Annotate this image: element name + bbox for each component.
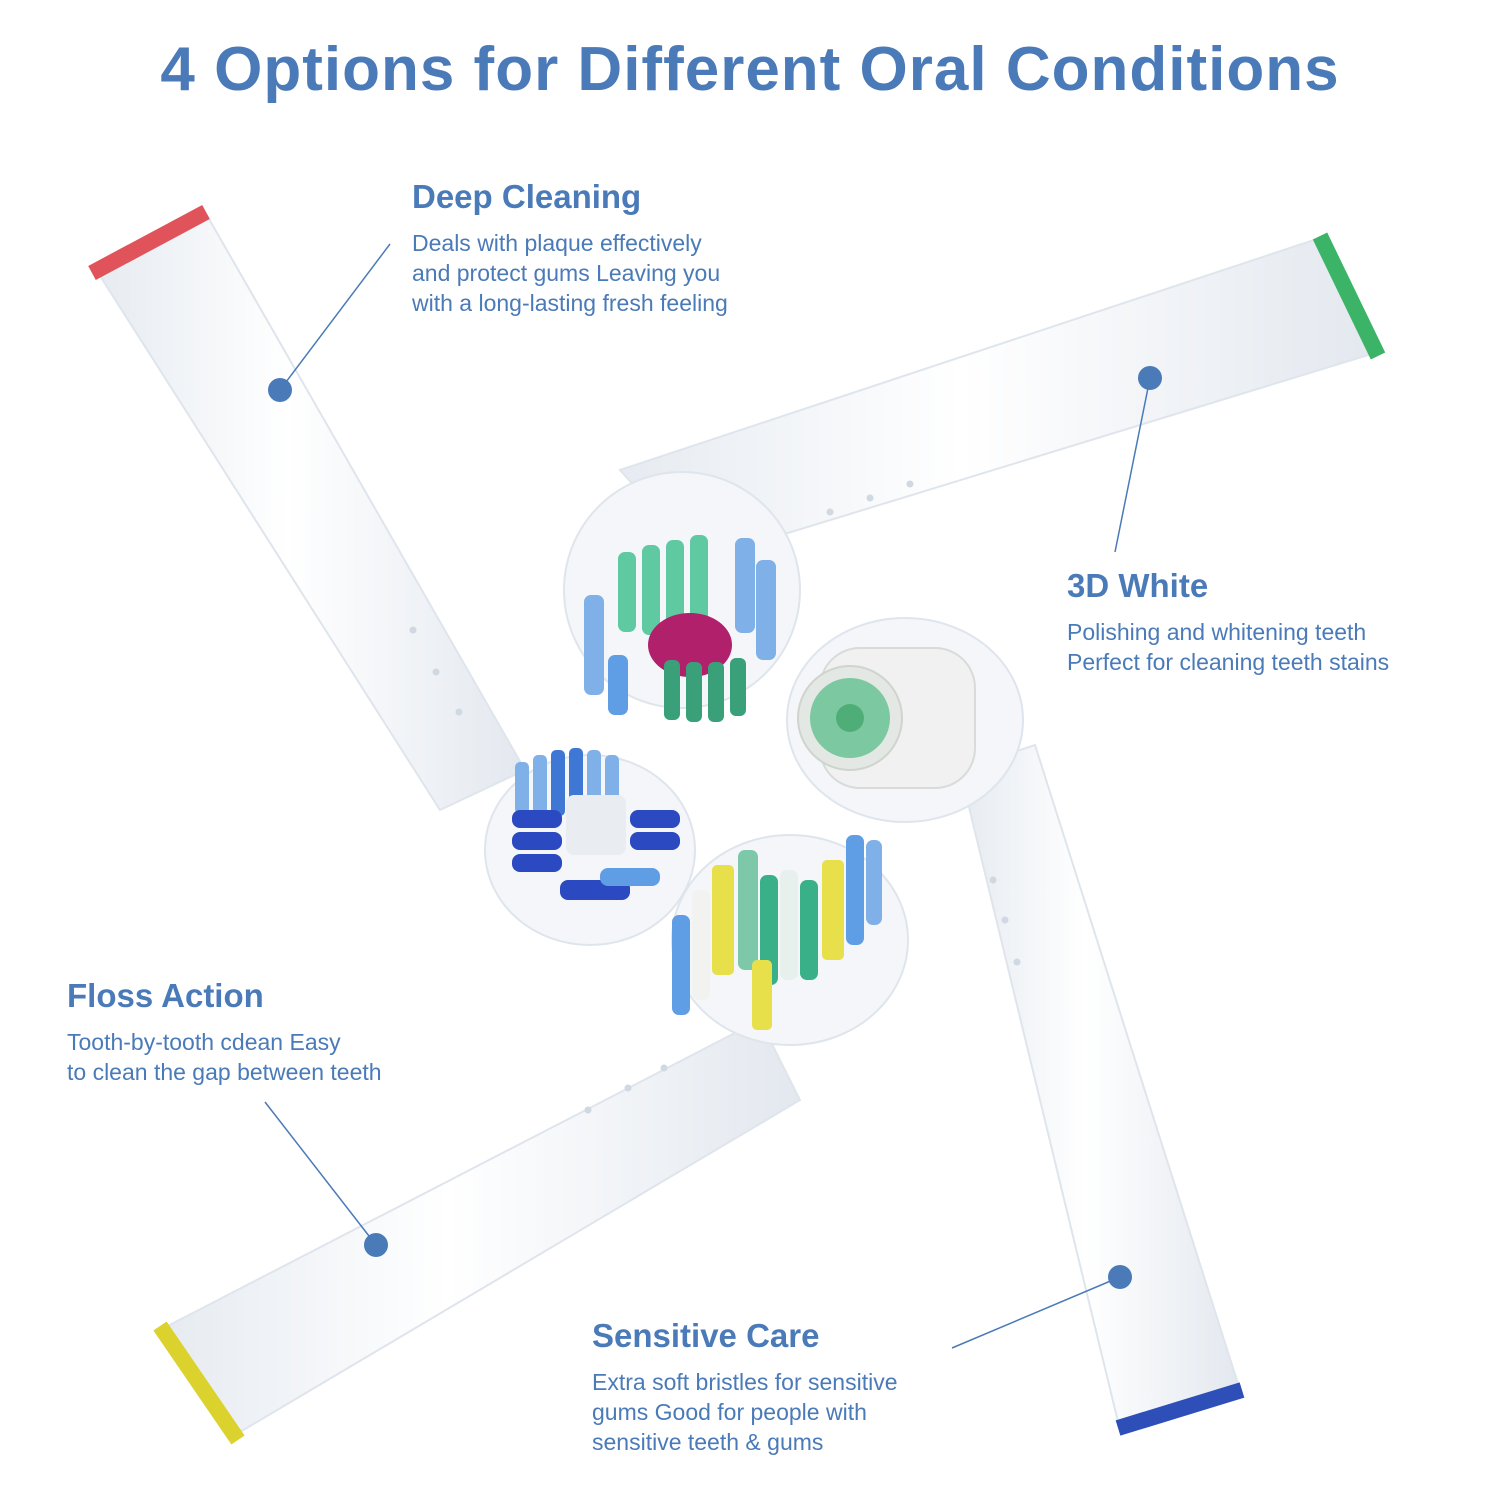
yellow-color-ring: [153, 1321, 245, 1445]
3d-white-brush-head: [563, 232, 1386, 722]
floss-action-bristles: [672, 835, 882, 1030]
feature-title: Floss Action: [67, 977, 264, 1014]
green-color-ring: [1312, 232, 1386, 360]
feature-description: Extra soft bristles for sensitive gums G…: [592, 1369, 898, 1455]
feature-title: Sensitive Care: [592, 1317, 820, 1354]
page-title: 4 Options for Different Oral Conditions: [160, 35, 1340, 104]
feature-description: Tooth-by-tooth cdean Easy to clean the g…: [67, 1029, 382, 1085]
leader-line-3d-white: [1114, 377, 1151, 553]
deep-cleaning-brush-head: [88, 204, 696, 946]
feature-3d-white: 3D White Polishing and whitening teeth P…: [1067, 567, 1389, 677]
sensitive-care-bristles: [797, 647, 976, 789]
feature-deep-cleaning: Deep Cleaning Deals with plaque effectiv…: [412, 178, 728, 318]
feature-floss-action: Floss Action Tooth-by-tooth cdean Easy t…: [67, 977, 382, 1087]
feature-title: Deep Cleaning: [412, 178, 642, 215]
red-color-ring: [88, 204, 210, 281]
feature-description: Deals with plaque effectively and protec…: [412, 230, 728, 316]
callout-dot-sensitive-care: [1108, 1265, 1132, 1289]
deep-cleaning-bristles: [512, 748, 680, 900]
leader-line-deep-cleaning: [279, 243, 391, 391]
leader-line-floss-action: [264, 1101, 377, 1246]
feature-sensitive-care: Sensitive Care Extra soft bristles for s…: [592, 1317, 898, 1457]
feature-description: Polishing and whitening teeth Perfect fo…: [1067, 619, 1390, 675]
callout-dot-3d-white: [1138, 366, 1162, 390]
blue-color-ring: [1115, 1382, 1245, 1436]
feature-title: 3D White: [1067, 567, 1209, 604]
callout-dot-floss-action: [364, 1233, 388, 1257]
leader-line-sensitive-care: [951, 1276, 1121, 1349]
callout-dot-deep-cleaning: [268, 378, 292, 402]
floss-action-brush-head: [153, 834, 909, 1445]
sensitive-care-brush-head: [786, 617, 1245, 1436]
3d-white-bristles: [584, 535, 776, 722]
